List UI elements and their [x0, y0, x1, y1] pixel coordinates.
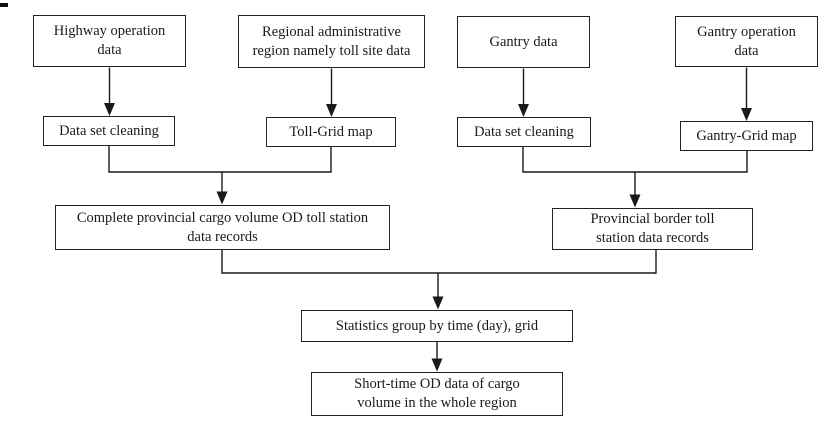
arrowhead: [741, 108, 752, 121]
node-label: Gantry data: [489, 33, 558, 50]
node-label: Short-time OD data of cargo volume in th…: [354, 376, 520, 411]
merge-bracket-left: [108, 146, 332, 173]
merge-bracket-right: [522, 147, 748, 173]
node-label: Complete provincial cargo volume OD toll…: [76, 209, 369, 245]
arrowhead: [432, 296, 444, 310]
node-label: Data set cleaning: [474, 123, 574, 140]
arrowhead: [518, 104, 529, 117]
scan-artifact-mark: [0, 3, 8, 7]
node-provincial-border-records: Provincial border toll station data reco…: [552, 208, 753, 250]
node-label: Highway operation data: [53, 23, 166, 58]
node-label: Provincial border toll station data reco…: [590, 211, 715, 246]
node-data-set-cleaning-left: Data set cleaning: [43, 116, 175, 146]
node-label: Data set cleaning: [59, 122, 159, 139]
arrowhead: [629, 194, 641, 208]
node-highway-operation-data: Highway operation data: [33, 15, 186, 67]
merge-bracket-bottom: [221, 249, 657, 274]
node-label: Regional administrative region namely to…: [252, 23, 411, 59]
node-short-time-od-data: Short-time OD data of cargo volume in th…: [311, 372, 563, 416]
node-label: Gantry operation data: [697, 23, 796, 59]
node-gantry-grid-map: Gantry-Grid map: [680, 121, 813, 151]
node-label: Toll-Grid map: [289, 123, 373, 140]
node-toll-grid-map: Toll-Grid map: [266, 117, 396, 147]
arrowhead: [431, 358, 443, 372]
arrowhead: [216, 191, 228, 205]
node-data-set-cleaning-right: Data set cleaning: [457, 117, 591, 147]
node-label: Gantry-Grid map: [696, 127, 797, 144]
node-gantry-data: Gantry data: [457, 16, 590, 68]
arrowhead: [326, 104, 337, 117]
node-statistics-group-by: Statistics group by time (day), grid: [301, 310, 573, 342]
node-regional-administrative-toll-site-data: Regional administrative region namely to…: [238, 15, 425, 68]
node-label: Statistics group by time (day), grid: [335, 317, 539, 334]
node-gantry-operation-data: Gantry operation data: [675, 16, 818, 67]
node-complete-provincial-od-records: Complete provincial cargo volume OD toll…: [55, 205, 390, 250]
arrowhead: [104, 103, 115, 116]
